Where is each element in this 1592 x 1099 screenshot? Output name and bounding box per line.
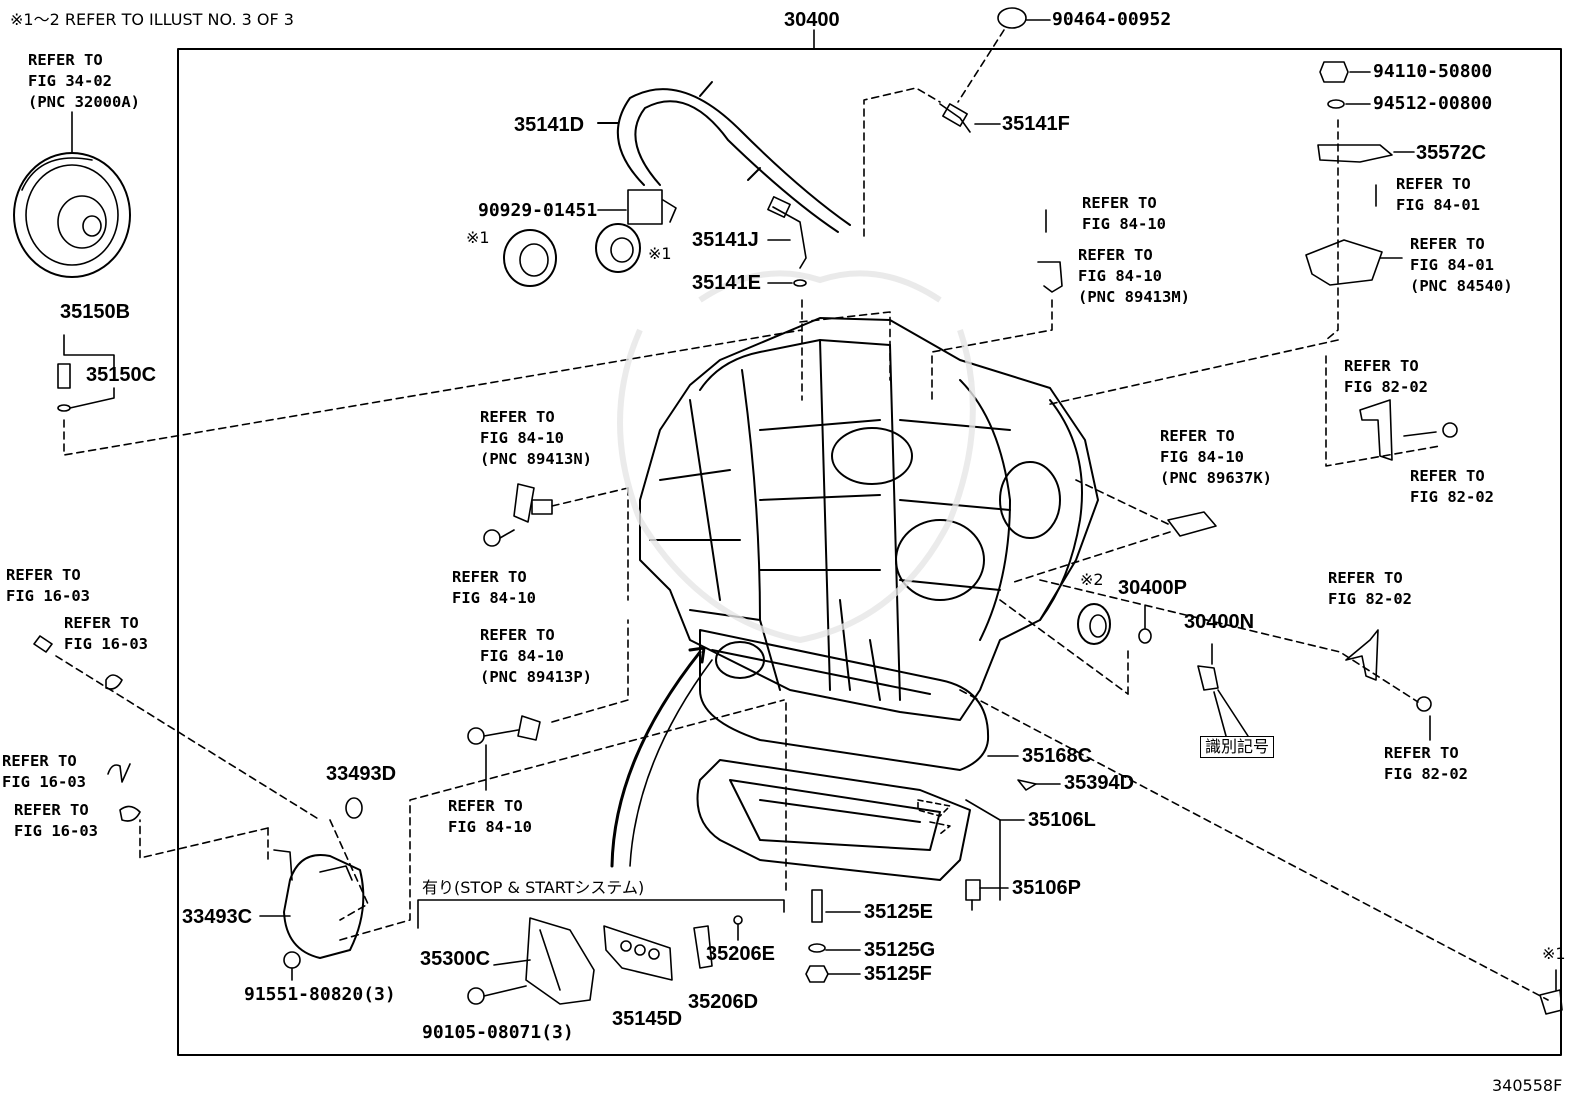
ref-fig-84-10-a[interactable]: REFER TO FIG 84-10	[1082, 194, 1166, 233]
part-35300C[interactable]: 35300C	[420, 948, 491, 970]
illustration-id: 340558F	[1492, 1076, 1563, 1095]
ref-fig-84-10-89637k[interactable]: REFER TO FIG 84-10 (PNC 89637K)	[1160, 427, 1272, 487]
part-33493C[interactable]: 33493C	[182, 906, 253, 928]
part-33493D[interactable]: 33493D	[326, 763, 397, 785]
watermark-emblem	[617, 270, 976, 644]
part-35125G[interactable]: 35125G	[864, 939, 936, 961]
part-35394D[interactable]: 35394D	[1064, 772, 1135, 794]
oil-pan-drawing	[696, 629, 990, 881]
part-30400P[interactable]: 30400P	[1118, 577, 1187, 599]
transaxle-case-drawing	[639, 317, 1099, 721]
part-35141F[interactable]: 35141F	[1002, 113, 1070, 135]
ref-fig-16-03-a[interactable]: REFER TO FIG 16-03	[6, 566, 90, 605]
part-35572C[interactable]: 35572C	[1416, 142, 1487, 164]
id-mark-box: 識別記号	[1200, 736, 1275, 758]
ref-fig-84-10-b[interactable]: REFER TO FIG 84-10	[452, 568, 536, 607]
torque-converter-drawing	[13, 111, 131, 278]
part-35145D[interactable]: 35145D	[612, 1008, 683, 1030]
ref-fig-82-02-d[interactable]: REFER TO FIG 82-02	[1384, 744, 1468, 783]
part-30400N[interactable]: 30400N	[1184, 611, 1255, 633]
main-part-number[interactable]: 30400	[784, 9, 840, 31]
ref-fig-16-03-c[interactable]: REFER TO FIG 16-03	[2, 752, 86, 791]
part-35125E[interactable]: 35125E	[864, 901, 933, 923]
part-35141E[interactable]: 35141E	[692, 272, 761, 294]
assembly-frame	[177, 48, 1562, 1056]
ref-fig-84-01-84540[interactable]: REFER TO FIG 84-01 (PNC 84540)	[1410, 235, 1513, 295]
ref-fig-34-02[interactable]: REFER TO FIG 34-02 (PNC 32000A)	[28, 51, 140, 111]
header-note: ※1～2 REFER TO ILLUST NO. 3 OF 3	[10, 10, 294, 29]
ref-fig-84-10-c[interactable]: REFER TO FIG 84-10	[448, 797, 532, 836]
part-35206E[interactable]: 35206E	[706, 943, 775, 965]
ref-fig-16-03-b[interactable]: REFER TO FIG 16-03	[64, 614, 148, 653]
mark-1-edge: ※1	[1542, 944, 1566, 963]
part-35106L[interactable]: 35106L	[1028, 809, 1096, 831]
part-90464-00952[interactable]: 90464-00952	[1052, 9, 1172, 30]
part-35141D[interactable]: 35141D	[514, 114, 585, 136]
part-35168C[interactable]: 35168C	[1022, 745, 1093, 767]
mark-2: ※2	[1080, 570, 1104, 589]
ref-fig-82-02-c[interactable]: REFER TO FIG 82-02	[1328, 569, 1412, 608]
part-35206D[interactable]: 35206D	[688, 991, 759, 1013]
part-35125F[interactable]: 35125F	[864, 963, 932, 985]
mark-1-left: ※1	[466, 228, 490, 247]
stop-start-note: 有り(STOP & STARTシステム)	[422, 878, 645, 897]
ref-fig-84-10-89413n[interactable]: REFER TO FIG 84-10 (PNC 89413N)	[480, 408, 592, 468]
hose-drawing	[597, 81, 851, 233]
mark-1-right: ※1	[648, 244, 672, 263]
ref-fig-82-02-a[interactable]: REFER TO FIG 82-02	[1344, 357, 1428, 396]
part-35141J[interactable]: 35141J	[692, 229, 759, 251]
ref-fig-16-03-d[interactable]: REFER TO FIG 16-03	[14, 801, 98, 840]
part-35150B[interactable]: 35150B	[60, 301, 131, 323]
part-91551-80820[interactable]: 91551-80820(3)	[244, 984, 396, 1005]
part-35106P[interactable]: 35106P	[1012, 877, 1081, 899]
drain-plug-drawing	[57, 334, 115, 412]
part-90929-01451[interactable]: 90929-01451	[478, 200, 598, 221]
part-94110-50800[interactable]: 94110-50800	[1373, 61, 1493, 82]
ref-fig-84-10-89413p[interactable]: REFER TO FIG 84-10 (PNC 89413P)	[480, 626, 592, 686]
part-90105-08071[interactable]: 90105-08071(3)	[422, 1022, 574, 1043]
ref-fig-84-10-89413m[interactable]: REFER TO FIG 84-10 (PNC 89413M)	[1078, 246, 1190, 306]
ref-fig-84-01-a[interactable]: REFER TO FIG 84-01	[1396, 175, 1480, 214]
part-94512-00800[interactable]: 94512-00800	[1373, 93, 1493, 114]
part-35150C[interactable]: 35150C	[86, 364, 157, 386]
ref-fig-82-02-b[interactable]: REFER TO FIG 82-02	[1410, 467, 1494, 506]
